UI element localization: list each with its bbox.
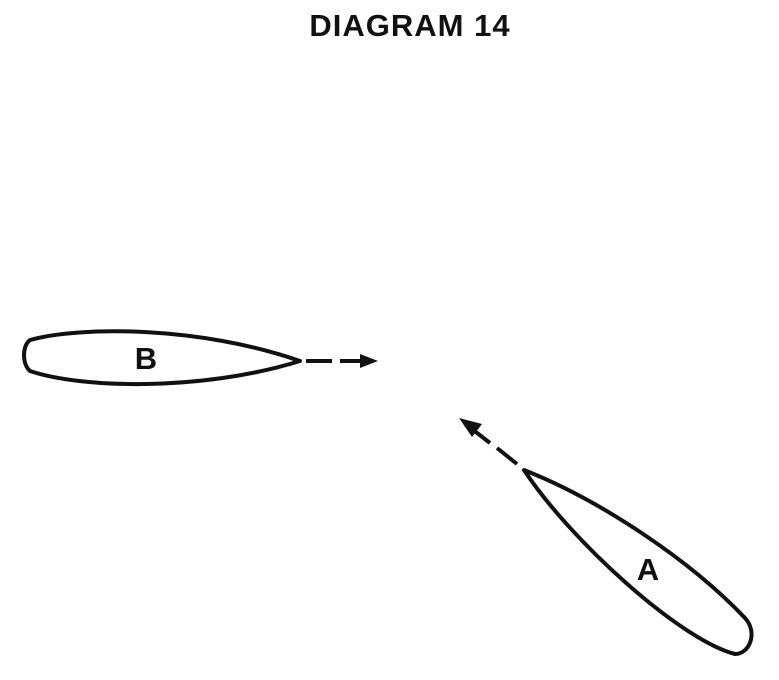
- boat-b-heading-arrow: [306, 354, 378, 368]
- boat-b-hull: [22, 329, 302, 387]
- boat-a-arrow-dash: [495, 446, 519, 466]
- boat-b-label: B: [135, 341, 157, 376]
- boat-a-arrow-head: [459, 418, 482, 437]
- diagram-title: DIAGRAM 14: [309, 8, 511, 43]
- boat-a: A: [522, 468, 754, 656]
- boat-a-heading-arrow: [459, 418, 519, 466]
- boat-a-label: A: [637, 552, 659, 587]
- boat-b: B: [22, 329, 302, 387]
- boat-b-arrow-head: [360, 354, 378, 368]
- boat-a-hull: [522, 468, 754, 656]
